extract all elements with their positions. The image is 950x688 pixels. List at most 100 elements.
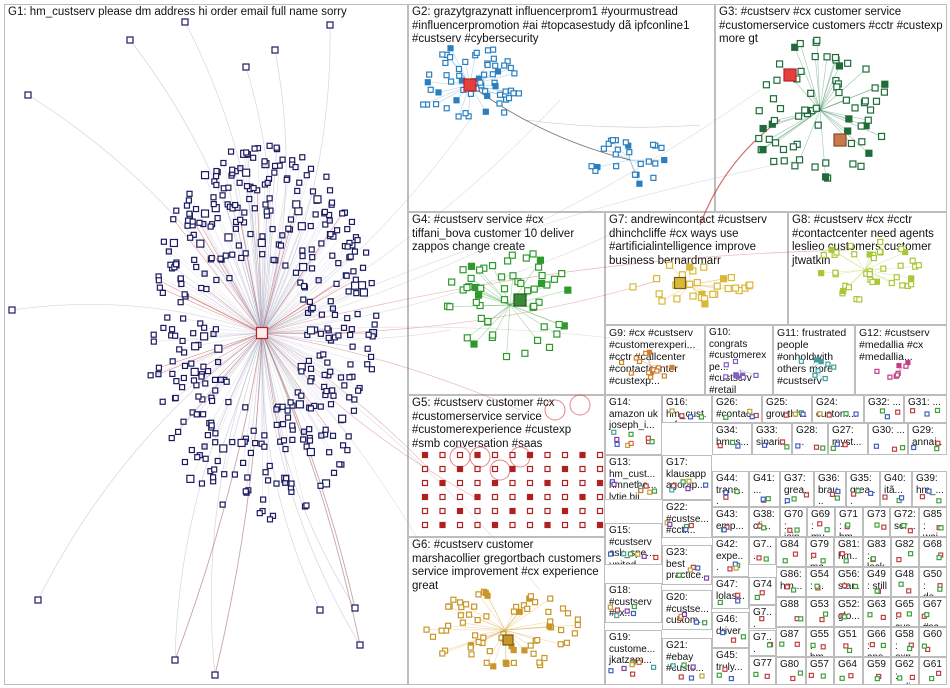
group-panel-g7[interactable]: G7: andrewincontact #custserv dhinchclif… [605, 212, 788, 325]
group-panel-g87[interactable]: G87 [776, 627, 806, 657]
group-panel-g56[interactable]: G56: star... [834, 567, 863, 597]
group-panel-g81[interactable]: G81: hm... [834, 537, 863, 567]
group-panel-g10[interactable]: G10: congrats #customerexpe... #custserv… [705, 325, 773, 395]
group-panel-g73[interactable]: G73 [863, 507, 890, 537]
group-panel-g60[interactable]: G60 [919, 627, 947, 657]
group-label: G41: ... [753, 473, 778, 496]
group-panel-g62[interactable]: G62: onli... [891, 657, 919, 685]
group-panel-g70[interactable]: G70: join... [780, 507, 807, 537]
group-panel-g8[interactable]: G8: #custserv #cx #cctr #contactcenter n… [788, 212, 947, 325]
group-panel-g15[interactable]: G15: #custserv ask_spe... united... [605, 523, 662, 565]
group-panel-g59[interactable]: G59 [863, 657, 891, 685]
group-panel-g3[interactable]: G3: #custserv #cx customer service #cust… [715, 4, 947, 212]
group-label: G25: growthh... [766, 397, 808, 422]
group-panel-g38[interactable]: G38: cli... [749, 507, 780, 537]
group-label: G80 [780, 659, 799, 670]
group-panel-g84[interactable]: G84 [776, 537, 806, 567]
group-panel-g77[interactable]: G77 [749, 656, 776, 685]
group-panel-g58[interactable]: G58: exp... [891, 627, 919, 657]
group-panel-g44[interactable]: G44: trans... [712, 471, 749, 507]
group-panel-g6[interactable]: G6: #custserv customer marshacollier gre… [408, 537, 605, 685]
group-label: G47: lolas... [716, 579, 745, 602]
group-panel-g16[interactable]: G16: hm_cust... frauen ... [662, 395, 712, 423]
group-label: G9: #cx #custserv #customerexperi... #cc… [609, 327, 699, 387]
group-label: G58: exp... [895, 629, 914, 656]
group-panel-g40[interactable]: G40: itã... [880, 471, 912, 507]
group-panel-g48[interactable]: G48 [891, 567, 919, 597]
group-label: G18: #custserv #cx... [609, 585, 655, 619]
group-panel-g26[interactable]: G26: #contac... [712, 395, 762, 423]
group-panel-g7d[interactable]: G7... [749, 630, 776, 656]
group-panel-g22[interactable]: G22: #custse... #cctr... [662, 500, 712, 538]
group-panel-g50[interactable]: G50: de... [919, 567, 947, 597]
group-panel-g21[interactable]: G21: #ebay #custo... [662, 638, 712, 685]
group-panel-g25[interactable]: G25: growthh... [762, 395, 812, 423]
group-label: G7... [753, 539, 772, 562]
group-panel-g82[interactable]: G82 [891, 537, 919, 567]
group-panel-g14[interactable]: G14: amazon uk joseph_i... [605, 395, 662, 455]
group-panel-g57[interactable]: G57 [806, 657, 834, 685]
group-panel-g63[interactable]: G63 [863, 597, 891, 627]
group-panel-g46[interactable]: G46: driver [712, 612, 749, 648]
group-panel-g45[interactable]: G45: truly... [712, 648, 749, 685]
group-panel-g24[interactable]: G24: custom... [812, 395, 864, 423]
group-panel-g7c[interactable]: G7... [749, 605, 776, 629]
group-panel-g19[interactable]: G19: custome... jkatzam... [605, 630, 662, 685]
group-panel-g72[interactable]: G72: ser... [890, 507, 919, 537]
group-panel-g68[interactable]: G68 [919, 537, 947, 567]
group-panel-g43[interactable]: G43: emp... [712, 507, 749, 537]
group-panel-g49[interactable]: G49: still [863, 567, 891, 597]
group-panel-g39[interactable]: G39: hm_... [912, 471, 947, 507]
group-panel-g4[interactable]: G4: #custserv service #cx tiffani_bova c… [408, 212, 605, 395]
group-panel-g86[interactable]: G86: hm... [776, 567, 806, 597]
group-panel-g36[interactable]: G36: brau... [814, 471, 846, 507]
group-panel-g32[interactable]: G32: ... [864, 395, 904, 423]
group-panel-g27[interactable]: G27: myst... [828, 423, 868, 455]
group-panel-g79[interactable]: G79: ma... [806, 537, 834, 567]
group-panel-g74[interactable]: G74 [749, 577, 776, 605]
group-panel-g64[interactable]: G64 [834, 657, 863, 685]
group-panel-g37[interactable]: G37: grea... [780, 471, 814, 507]
group-label: G70: join... [784, 509, 803, 536]
group-panel-g71[interactable]: G71: hm... [835, 507, 863, 537]
group-panel-g69[interactable]: G69: my... [807, 507, 835, 537]
group-panel-g65[interactable]: G65: cus... [891, 597, 919, 627]
group-panel-g7b[interactable]: G7... [749, 537, 776, 565]
group-panel-g29[interactable]: G29: annai... [908, 423, 947, 455]
group-panel-g53[interactable]: G53 [806, 597, 834, 627]
group-panel-g13[interactable]: G13: hm_cust... hmnethe... lytje bij... [605, 455, 662, 500]
group-panel-g41[interactable]: G41: ... [749, 471, 780, 507]
group-panel-g20[interactable]: G20: #custse... custom... [662, 590, 712, 630]
group-panel-g17[interactable]: G17: klausapp agorap... [662, 455, 712, 500]
group-panel-g52[interactable]: G52: glo... [834, 597, 863, 627]
group-panel-g88[interactable]: G88 [776, 597, 806, 627]
group-label: G3: #custserv #cx customer service #cust… [719, 6, 946, 45]
group-panel-g5[interactable]: G5: #custserv customer #cx #customerserv… [408, 395, 605, 537]
group-panel-g34[interactable]: G34: hmus... [712, 423, 752, 455]
group-panel-g35[interactable]: G35: grea... [846, 471, 880, 507]
group-panel-g67[interactable]: G67: #sa... [919, 597, 947, 627]
group-panel-g61[interactable]: G61 [919, 657, 947, 685]
group-panel-g1[interactable]: G1: hm_custserv please dm address hi ord… [4, 4, 408, 685]
group-panel-g30[interactable]: G30: ... [868, 423, 908, 455]
group-panel-g28[interactable]: G28: ... [792, 423, 828, 455]
group-panel-g47[interactable]: G47: lolas... [712, 577, 749, 609]
group-panel-g42[interactable]: G42: expe... [712, 537, 749, 577]
group-panel-g80[interactable]: G80 [776, 657, 806, 685]
group-label: G51 [838, 629, 857, 640]
group-panel-g9[interactable]: G9: #cx #custserv #customerexperi... #cc… [605, 325, 705, 395]
group-panel-g55[interactable]: G55: hm... [806, 627, 834, 657]
group-panel-g23[interactable]: G23: best practice... [662, 545, 712, 585]
group-panel-g54[interactable]: G54: ... [806, 567, 834, 597]
group-panel-g51[interactable]: G51 [834, 627, 863, 657]
group-panel-g11[interactable]: G11: frustrated people #onholdwith other… [773, 325, 855, 395]
group-panel-g12[interactable]: G12: #custserv #medallia #cx #medallia..… [855, 325, 947, 395]
group-panel-g85[interactable]: G85: wai... [919, 507, 947, 537]
group-panel-g33[interactable]: G33: sipari... [752, 423, 792, 455]
group-panel-g31[interactable]: G31: ... [904, 395, 947, 423]
group-panel-g83[interactable]: G83: lock [863, 537, 891, 567]
group-label: G84 [780, 539, 799, 550]
group-panel-g2[interactable]: G2: grazytgrazynatt influencerprom1 #you… [408, 4, 715, 212]
group-panel-g18[interactable]: G18: #custserv #cx... [605, 583, 662, 623]
group-panel-g66[interactable]: G66: ans... [863, 627, 891, 657]
